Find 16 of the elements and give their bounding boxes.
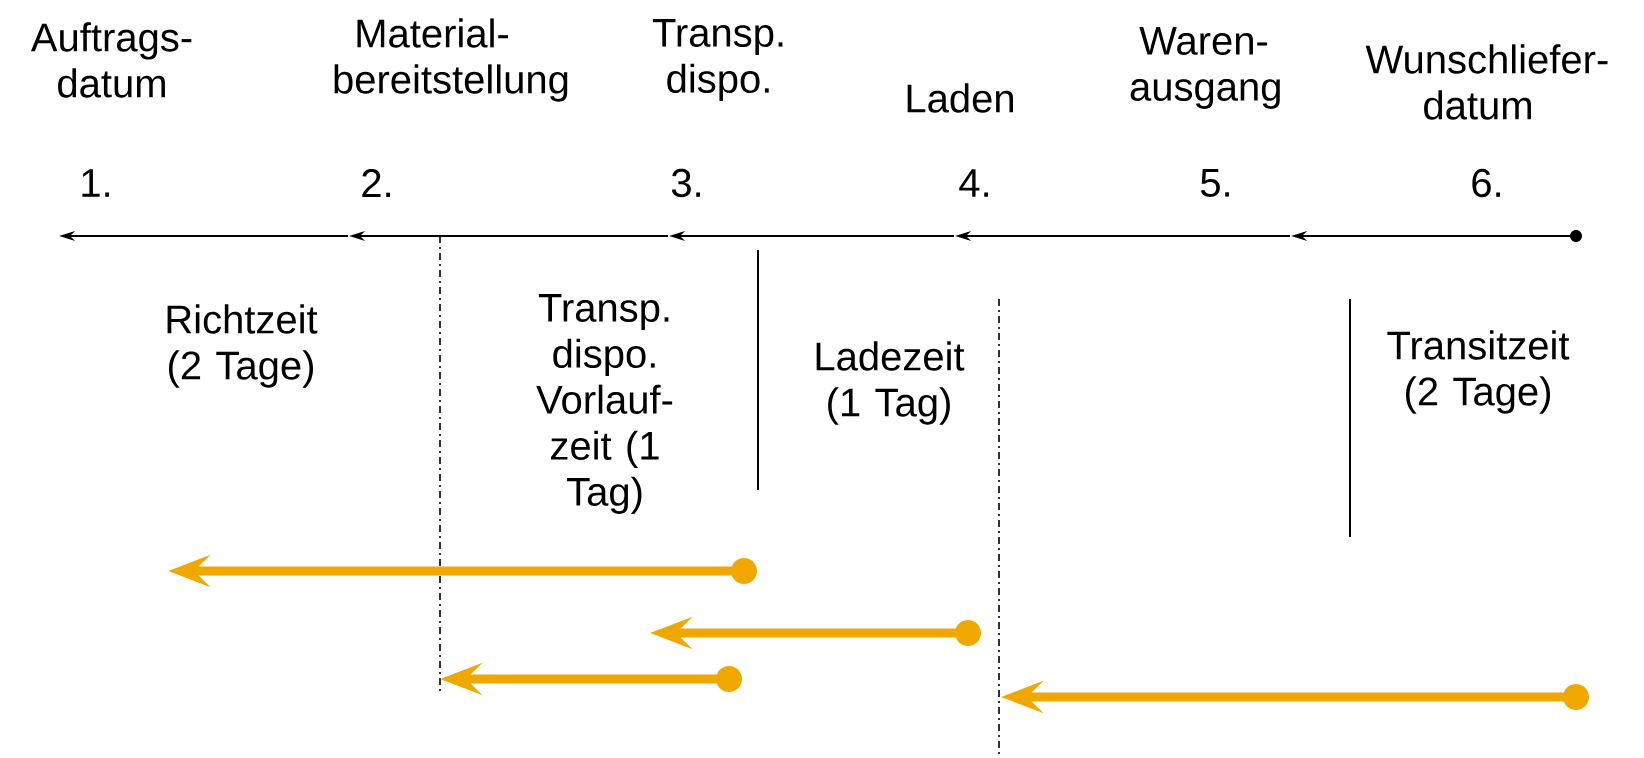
step-number: 2. (362, 169, 391, 197)
milestone-label: Transp. dispo. (652, 19, 783, 101)
step-number: 6. (1472, 168, 1501, 198)
milestone-label: Material-bereitstellung (334, 18, 568, 102)
milestone-label: Waren-ausgang (1130, 27, 1280, 109)
duration-label: Richtzeit (2 Tage) (167, 304, 318, 388)
step-number: 4. (959, 169, 989, 197)
milestone-label: Wunschliefer-datum (1365, 44, 1608, 120)
duration-label: Transitzeit (2 Tage) (1387, 330, 1570, 414)
milestone-label: Laden (907, 83, 1013, 113)
duration-label: Transp. dispo. Vorlauf-zeit (1 Tag) (536, 294, 673, 514)
duration-label: Ladezeit (1 Tag) (816, 341, 965, 425)
step-number: 3. (671, 168, 701, 198)
milestone-label: Auftrags-datum (30, 22, 192, 98)
step-number: 5. (1200, 169, 1230, 197)
step-number: 1. (82, 169, 110, 197)
